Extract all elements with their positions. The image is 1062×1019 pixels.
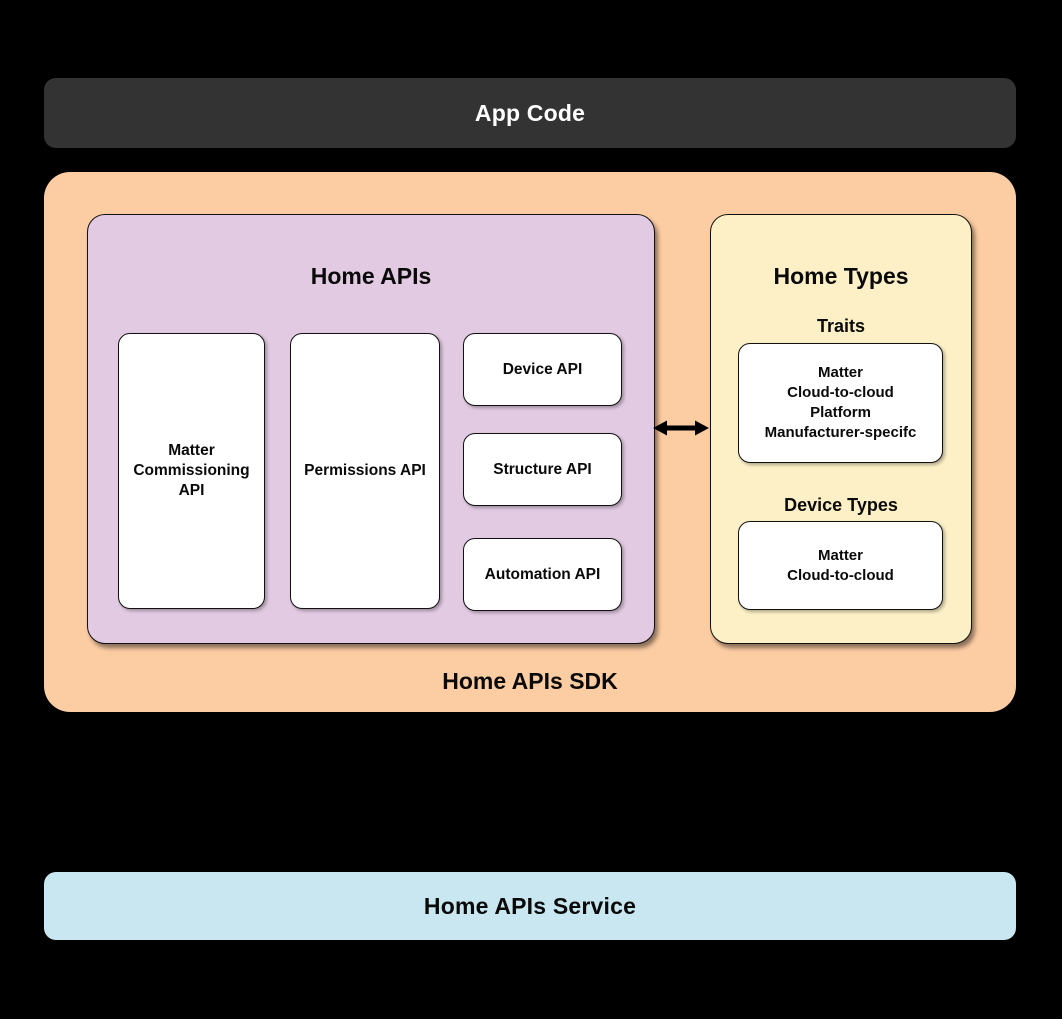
permissions-api-box: Permissions API [290,333,440,609]
home-apis-service-label: Home APIs Service [423,892,637,919]
device-api-box: Device API [463,333,622,406]
home-types-panel: Home Types Traits Matter Cloud-to-cloud … [710,214,972,644]
home-apis-sdk-container: Home APIs Matter Commissioning API Permi… [44,172,1016,712]
bidirectional-arrow-icon [653,420,709,436]
home-types-title: Home Types [773,263,909,289]
traits-items-box: Matter Cloud-to-cloud Platform Manufactu… [738,343,943,463]
matter-commissioning-api-box: Matter Commissioning API [118,333,265,609]
device-types-heading: Device Types [784,495,898,515]
home-apis-panel: Home APIs Matter Commissioning API Permi… [87,214,655,644]
home-apis-title: Home APIs [310,263,432,289]
home-apis-service-bar: Home APIs Service [44,872,1016,940]
traits-heading: Traits [816,316,866,336]
automation-api-box: Automation API [463,538,622,611]
app-code-bar: App Code [44,78,1016,148]
app-code-label: App Code [474,99,586,126]
device-types-items-box: Matter Cloud-to-cloud [738,521,943,610]
home-apis-sdk-label: Home APIs SDK [442,668,618,694]
structure-api-box: Structure API [463,433,622,506]
